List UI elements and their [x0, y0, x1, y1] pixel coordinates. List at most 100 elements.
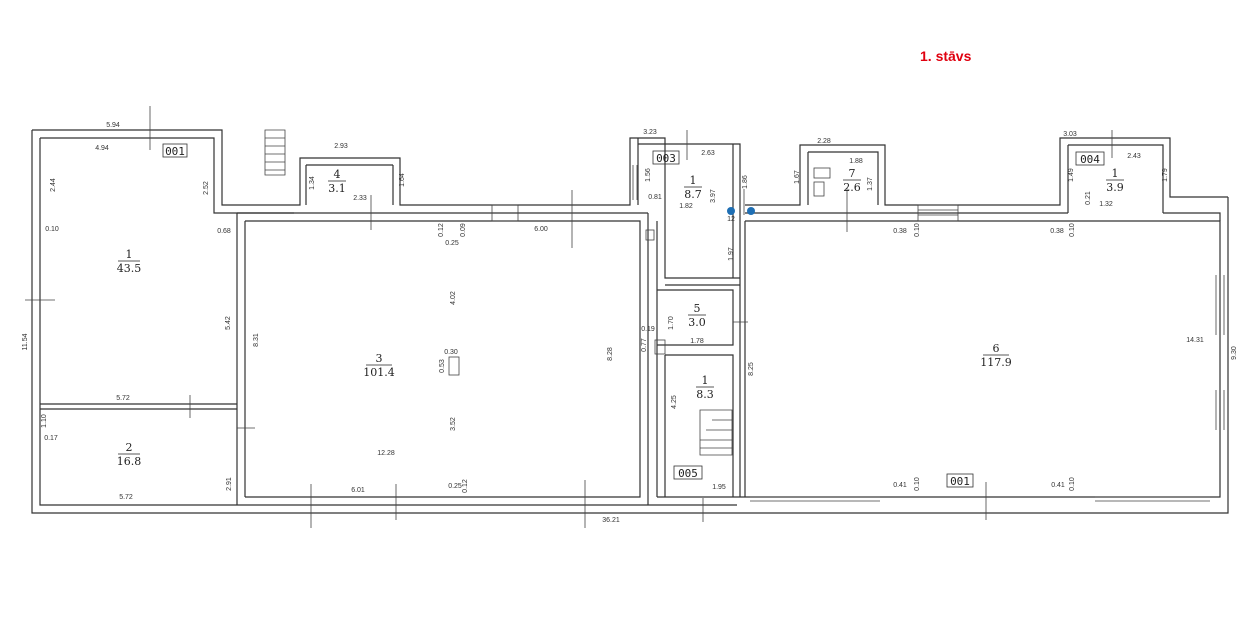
- room-label-6: 6 117.9: [980, 342, 1012, 369]
- room-area: 3.9: [1106, 181, 1124, 194]
- room-area: 8.7: [684, 188, 702, 201]
- marker-dot[interactable]: [747, 207, 755, 215]
- room-label-4: 4 3.1: [328, 168, 346, 195]
- dim-label: 3.23: [643, 129, 657, 136]
- dim-label: 2.33: [353, 195, 367, 202]
- dim-label: 36.21: [602, 517, 620, 524]
- room-number: 5: [694, 302, 701, 315]
- room-number: 1: [690, 174, 697, 187]
- dim-label: 0.38: [1050, 228, 1064, 235]
- dim-label: 4.94: [95, 145, 109, 152]
- tag-001-left: 001: [162, 143, 188, 158]
- dim-label: 5.72: [119, 494, 133, 501]
- dim-label: 2.91: [226, 477, 233, 491]
- room-area: 43.5: [117, 262, 142, 275]
- tag-003: 003: [652, 150, 680, 165]
- dim-label: 0.10: [914, 477, 921, 491]
- room-label-1-left: 1 43.5: [117, 248, 142, 275]
- dim-label: 1.37: [867, 177, 874, 191]
- dim-label: 1.34: [309, 176, 316, 190]
- dim-label: 1.32: [1099, 201, 1113, 208]
- room-number: 4: [334, 168, 341, 181]
- dim-label: 0.41: [893, 482, 907, 489]
- dimension-labels: 5.94 4.94 2.44 2.52 0.10 0.68 11.54 5.42…: [22, 122, 1238, 524]
- floor-title: 1. stāvs: [920, 48, 972, 64]
- dim-label: 2.63: [701, 150, 715, 157]
- room-label-1-mid-bottom: 1 8.3: [696, 374, 714, 401]
- tag-label: 001: [165, 145, 185, 158]
- dim-label: 1.82: [679, 203, 693, 210]
- dim-label: 1.49: [1068, 168, 1075, 182]
- room-label-3: 3 101.4: [363, 352, 395, 379]
- dim-label: 1.70: [668, 316, 675, 330]
- room-label-1-right: 1 3.9: [1106, 167, 1124, 194]
- dim-label: 0.41: [1051, 482, 1065, 489]
- tag-label: 005: [678, 467, 698, 480]
- room-area: 2.6: [843, 181, 861, 194]
- room-area: 3.0: [688, 316, 706, 329]
- marker-dot[interactable]: [727, 207, 735, 215]
- dim-label: 0.38: [893, 228, 907, 235]
- dim-label: 1.88: [849, 158, 863, 165]
- tag-label: 001: [950, 475, 970, 488]
- room-area: 16.8: [117, 455, 142, 468]
- dim-label: 0.10: [914, 223, 921, 237]
- dim-label: 0.10: [45, 226, 59, 233]
- dim-label: 8.31: [253, 333, 260, 347]
- dim-label: 0.68: [217, 228, 231, 235]
- dim-label: 0.12: [438, 223, 445, 237]
- tag-001-right: 001: [946, 473, 974, 488]
- dim-label: 1.78: [690, 338, 704, 345]
- room-number: 7: [849, 167, 856, 180]
- dim-label: 4.25: [671, 395, 678, 409]
- dim-label: 3.52: [450, 417, 457, 431]
- dim-label: 0.21: [1085, 191, 1092, 205]
- dim-label: 0.25: [445, 240, 459, 247]
- room-number: 2: [126, 441, 133, 454]
- dim-label: 0.53: [439, 359, 446, 373]
- dim-label: 0.30: [444, 349, 458, 356]
- dim-label: 11.54: [22, 333, 29, 350]
- room-label-5: 5 3.0: [688, 302, 706, 329]
- dim-label: 2.28: [817, 138, 831, 145]
- dim-label: 12.28: [377, 450, 395, 457]
- dim-label: 6.00: [534, 226, 548, 233]
- dim-label: 1.64: [399, 173, 406, 187]
- dim-label: 5.42: [225, 316, 232, 330]
- tag-label: 003: [656, 152, 676, 165]
- dim-label: 2.44: [50, 178, 57, 192]
- dim-label: 1.86: [742, 175, 749, 189]
- dim-label: 4.02: [450, 291, 457, 305]
- dim-label: 8.28: [607, 347, 614, 361]
- dim-label: 1.97: [728, 247, 735, 261]
- dim-label: 0.19: [641, 326, 655, 333]
- dim-label: 1.56: [645, 168, 652, 182]
- dim-label: 0.10: [1069, 223, 1076, 237]
- room-number: 1: [702, 374, 709, 387]
- dim-label: 0.12: [462, 479, 469, 493]
- room-area: 3.1: [328, 182, 346, 195]
- dim-label: 1.79: [1162, 168, 1169, 182]
- dim-label: 1.10: [41, 414, 48, 428]
- dim-label: 1.67: [794, 170, 801, 184]
- dim-label: 3.03: [1063, 131, 1077, 138]
- room-number: 1: [1112, 167, 1119, 180]
- dim-label: 1.95: [712, 484, 726, 491]
- tag-label: 004: [1080, 153, 1100, 166]
- dim-label: 0.25: [448, 483, 462, 490]
- dim-label: 0.77: [641, 338, 648, 352]
- room-area: 8.3: [696, 388, 714, 401]
- room-number: 6: [993, 342, 1000, 355]
- dim-label: 0.17: [44, 435, 58, 442]
- dim-label: 5.94: [106, 122, 120, 129]
- tag-004: 004: [1075, 151, 1105, 166]
- dim-label: 9.30: [1231, 346, 1238, 360]
- dim-label: 2.93: [334, 143, 348, 150]
- dim-label: 5.72: [116, 395, 130, 402]
- dim-label: 8.25: [748, 362, 755, 376]
- dim-label: 0.81: [648, 194, 662, 201]
- room-number: 1: [126, 248, 133, 261]
- dim-label: 0.10: [1069, 477, 1076, 491]
- dim-label: 2.52: [203, 181, 210, 195]
- dim-label: 0.09: [460, 223, 467, 237]
